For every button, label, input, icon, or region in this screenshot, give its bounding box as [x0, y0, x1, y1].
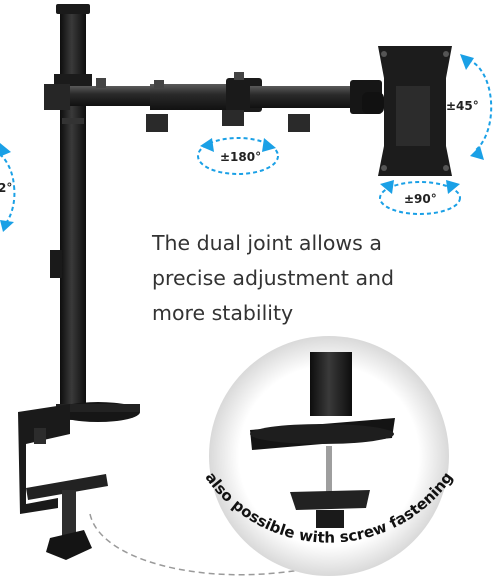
description-line: more stability — [152, 301, 294, 325]
arrow-icon — [460, 54, 474, 70]
screw — [326, 446, 332, 492]
screw-fastening-inset: also possible with screw fastening — [202, 336, 456, 576]
description-line: precise adjustment and — [152, 266, 395, 290]
arrow-icon — [262, 138, 276, 152]
arrow-icon — [470, 146, 484, 160]
tilt-indicator: ±45° — [446, 54, 493, 160]
arrow-icon — [446, 180, 460, 194]
description-line: The dual joint allows a — [152, 231, 382, 255]
tilt-label: ±45° — [446, 99, 479, 113]
left-rotation-label: 2° — [0, 181, 12, 195]
vesa-plate — [362, 46, 452, 176]
arrow-icon — [0, 220, 14, 232]
arrow-icon — [0, 143, 11, 157]
pole-clip — [50, 250, 62, 278]
swivel-label: ±180° — [220, 150, 261, 164]
vertical-pole — [60, 8, 86, 420]
swivel-indicator: ±180° — [197, 137, 279, 175]
arrow-icon — [200, 138, 214, 152]
product-description: The dual joint allows a precise adjustme… — [152, 226, 472, 331]
left-rotation-indicator: 2° — [0, 143, 16, 232]
rotate-label: ±90° — [404, 192, 437, 206]
rotate-indicator: ±90° — [379, 180, 461, 215]
arrow-icon — [380, 180, 394, 194]
pole-cap — [56, 4, 90, 14]
monitor-arm — [44, 72, 382, 132]
inset-connector — [89, 513, 301, 576]
desk-clamp — [18, 402, 140, 560]
